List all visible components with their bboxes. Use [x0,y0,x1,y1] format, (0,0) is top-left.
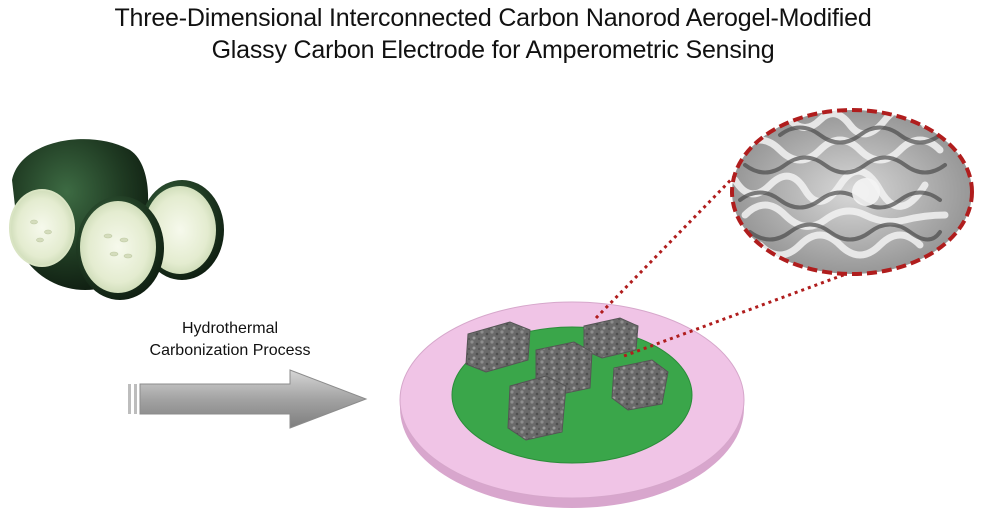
aerogel-block-icon [465,321,531,373]
winter-melon-icon [9,139,224,300]
process-label-line-1: Hydrothermal [181,320,279,337]
aerogel-block-icon [507,375,567,441]
electrode-disk-icon [399,301,745,508]
sem-zoom-icon [730,108,974,276]
title-line-2: Glassy Carbon Electrode for Amperometric… [211,36,775,64]
zoom-lines [594,148,847,358]
diagram-title: Three-Dimensional Interconnected Carbon … [0,2,986,66]
melon-seeds [30,219,133,259]
title-line-1: Three-Dimensional Interconnected Carbon … [114,4,872,32]
aerogel-block-icon [611,359,669,411]
melon-slice-front [80,201,156,293]
process-label-line-2: Carbonization Process [149,342,311,359]
process-arrow-icon [128,369,368,429]
aerogel-blocks [465,317,669,441]
process-label: Hydrothermal Carbonization Process [130,318,330,362]
melon-cut-face [9,189,75,267]
